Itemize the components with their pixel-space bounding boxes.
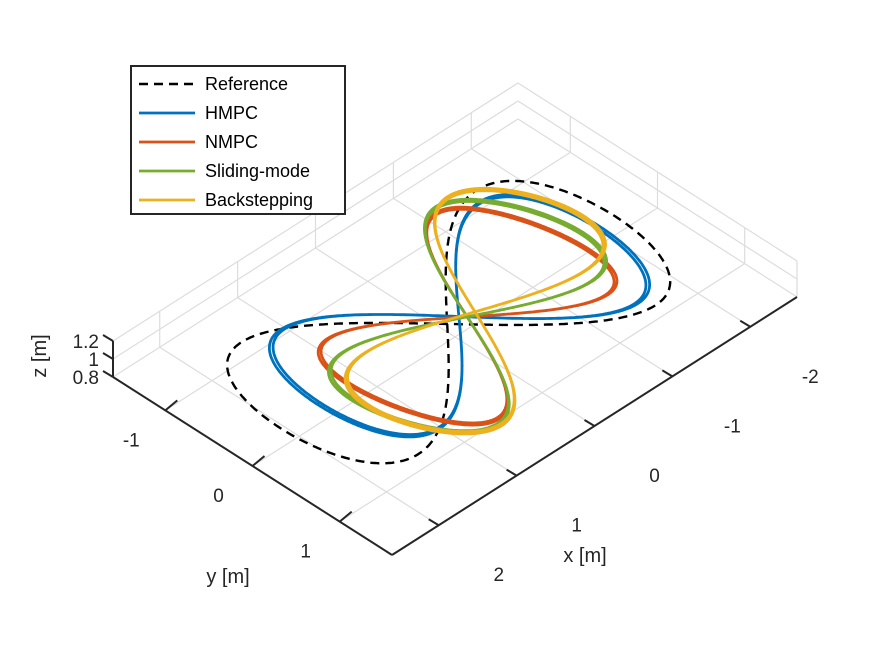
legend-box xyxy=(130,65,346,215)
x-tick-label-3: 1 xyxy=(571,516,582,537)
z-axis-label: z [m] xyxy=(29,334,51,377)
grid-sidewall-z-0 xyxy=(517,118,798,298)
y-tick-label-0: -1 xyxy=(123,430,140,451)
grid-floor-y-2 xyxy=(339,263,746,523)
z-tick-mark-0 xyxy=(102,370,114,378)
legend-label-2: NMPC xyxy=(205,132,258,152)
y-tick-mark-2 xyxy=(339,510,353,523)
x-tick-label-1: -1 xyxy=(724,416,741,437)
grid-sidewall-z-1 xyxy=(517,100,798,280)
z-tick-mark-2 xyxy=(102,334,114,342)
y-tick-mark-1 xyxy=(251,455,266,467)
grid-backwall-z-0 xyxy=(112,118,519,378)
x-tick-mark-4 xyxy=(428,518,440,527)
x-tick-mark-3 xyxy=(506,468,518,477)
y-tick-label-1: 0 xyxy=(213,486,224,507)
z-tick-mark-1 xyxy=(102,352,114,360)
z-tick-label-2: 1.2 xyxy=(73,332,99,353)
legend-label-0: Reference xyxy=(205,74,288,94)
series-line-backstepping xyxy=(343,186,607,436)
x-tick-label-4: 2 xyxy=(493,565,504,586)
grid-backwall-z-1 xyxy=(112,100,519,360)
axes-layer xyxy=(102,296,798,556)
grid-sidewall-z-2 xyxy=(517,82,798,262)
legend-label-1: HMPC xyxy=(205,103,258,123)
x-tick-label-0: -2 xyxy=(802,367,819,388)
z-tick-label-1: 1 xyxy=(88,350,99,371)
series-line-reference xyxy=(225,179,672,465)
x-axis-label: x [m] xyxy=(563,545,606,567)
x-tick-label-2: 0 xyxy=(649,466,660,487)
y-tick-mark-0 xyxy=(164,399,178,412)
legend-label-3: Sliding-mode xyxy=(205,161,310,181)
y-tick-label-2: 1 xyxy=(300,542,311,563)
x-tick-mark-2 xyxy=(583,419,596,427)
x-tick-mark-1 xyxy=(661,369,673,378)
legend-label-4: Backstepping xyxy=(205,190,313,210)
series-layer xyxy=(225,179,672,465)
y-axis-label: y [m] xyxy=(206,566,249,588)
z-tick-label-0: 0.8 xyxy=(73,368,99,389)
x-tick-mark-0 xyxy=(739,319,751,328)
